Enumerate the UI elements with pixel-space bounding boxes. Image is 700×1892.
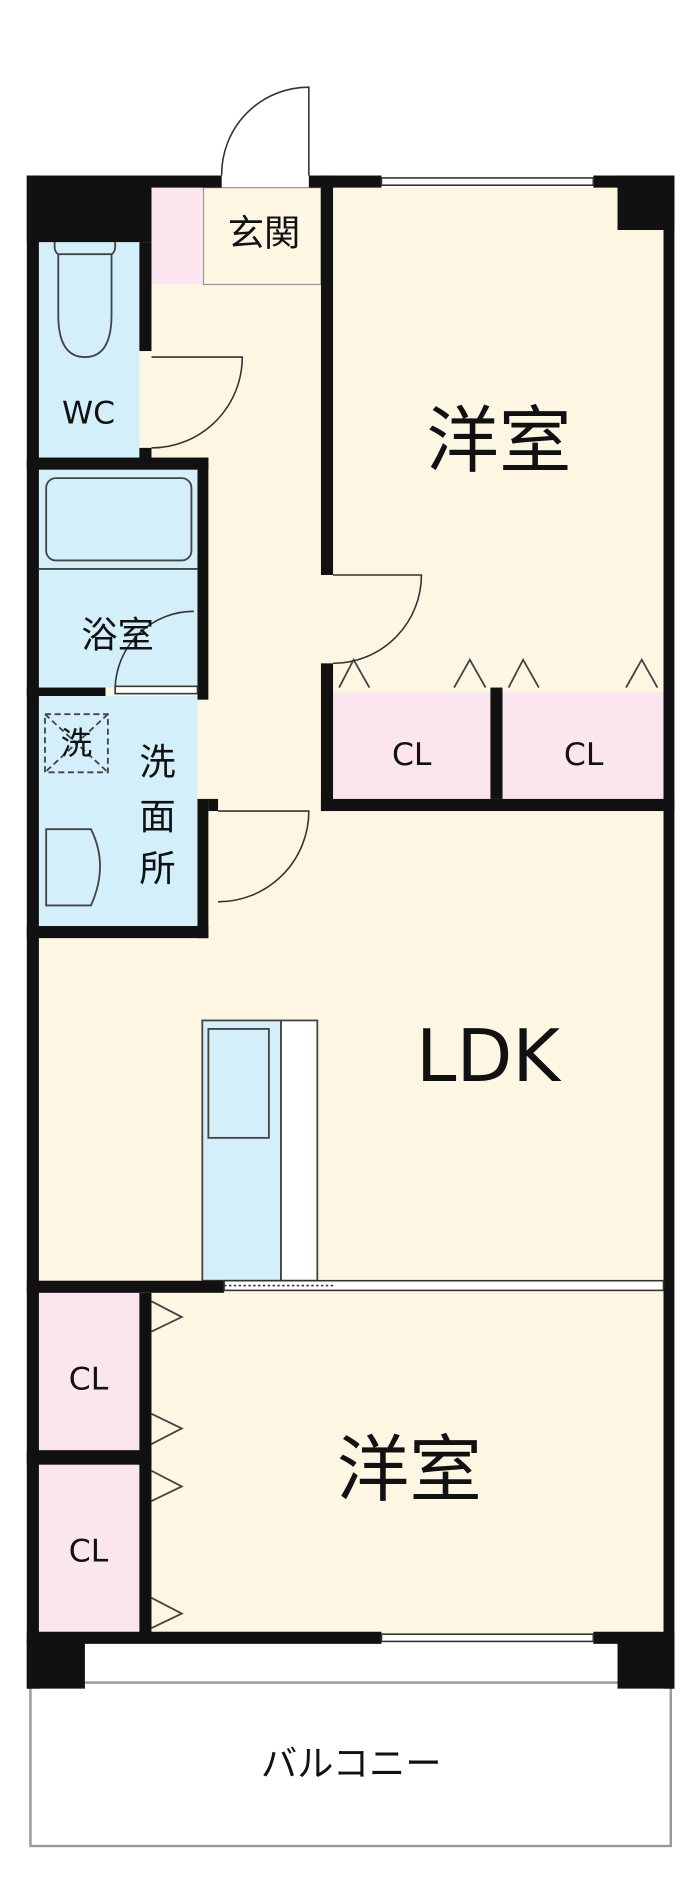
ldk-door: [218, 810, 310, 903]
sliding-door: [223, 1279, 665, 1292]
washer-label: 洗: [61, 726, 92, 762]
kitchen-counter: [201, 1019, 282, 1282]
bath-door: [114, 610, 194, 688]
bedroom-top-label: 洋室: [426, 400, 571, 484]
entrance-door: [220, 86, 310, 176]
window-bottom: [380, 1633, 595, 1643]
walls: [26, 175, 675, 1689]
washroom-label-1: 洗: [139, 741, 175, 784]
sink: [45, 828, 101, 907]
genkan-label: 玄関: [228, 212, 301, 255]
closet-bottom-1-floor: [38, 1292, 140, 1451]
bedroom-door: [333, 574, 423, 665]
bedroom-bottom-label: 洋室: [337, 1429, 482, 1513]
closet-top-2-label: CL: [564, 737, 604, 773]
wc-label: WC: [62, 396, 115, 432]
balcony-area: [29, 1681, 672, 1848]
closet-bottom-2-label: CL: [69, 1534, 109, 1570]
genkan-closet: [151, 187, 204, 285]
closet-top-1-label: CL: [392, 737, 432, 773]
fixtures: [38, 219, 659, 1629]
washroom-label-2: 面: [139, 795, 175, 838]
wc-door: [151, 356, 244, 449]
doors-windows: [114, 86, 665, 1643]
window-top: [380, 177, 595, 186]
closet-top-2-floor: [502, 692, 664, 799]
balcony-label: バルコニー: [261, 1742, 442, 1785]
closet-top-1-floor: [333, 692, 491, 799]
bath-label: 浴室: [81, 614, 154, 657]
washer-space: [44, 713, 109, 774]
bathtub: [45, 477, 193, 562]
washroom-label-3: 所: [139, 847, 175, 890]
closet-bottom-1-label: CL: [69, 1362, 109, 1398]
washroom-floor: [38, 696, 198, 927]
closet-bottom-2-floor: [38, 1464, 140, 1632]
bath-floor: [38, 469, 198, 688]
toilet-bowl: [57, 253, 113, 359]
ldk-label: LDK: [416, 1015, 562, 1099]
